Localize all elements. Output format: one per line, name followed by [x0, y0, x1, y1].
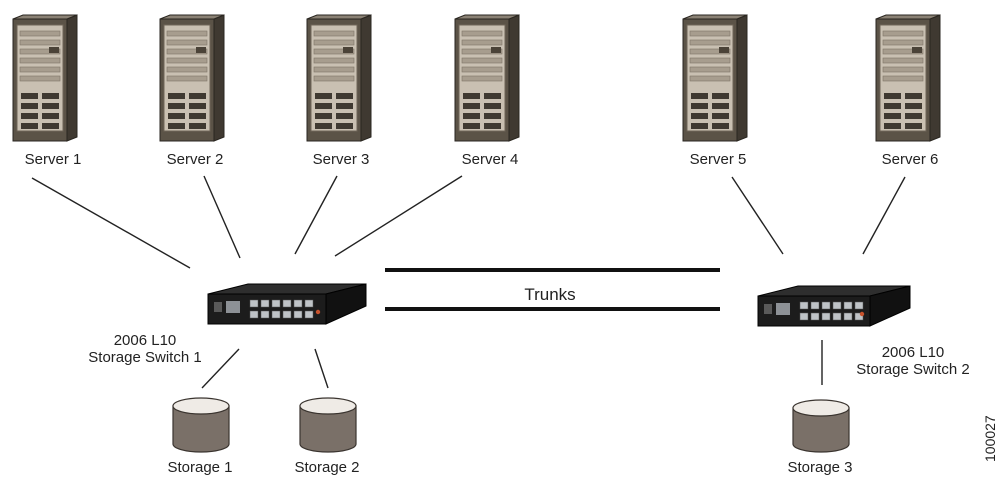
server-1-label: Server 1: [24, 151, 82, 168]
link-server-6: [862, 176, 906, 255]
storage-2-label: Storage 2: [294, 459, 360, 476]
server-5-icon: [682, 14, 748, 142]
link-storage-2: [314, 348, 329, 389]
storage-1-icon: [172, 397, 230, 453]
server-4-icon: [454, 14, 520, 142]
storage-switch-2-icon: [757, 285, 911, 327]
link-server-1: [31, 177, 191, 269]
link-server-4: [334, 175, 463, 257]
link-storage-1: [201, 348, 240, 389]
trunks-label: Trunks: [524, 285, 576, 304]
link-server-3: [294, 175, 338, 255]
switch-2-label: 2006 L10 Storage Switch 2: [856, 344, 970, 378]
server-1-icon: [12, 14, 78, 142]
figure-id: 100027: [982, 415, 998, 462]
link-server-2: [203, 175, 241, 259]
server-2-label: Server 2: [166, 151, 224, 168]
server-2-icon: [159, 14, 225, 142]
storage-1-label: Storage 1: [167, 459, 233, 476]
server-3-label: Server 3: [312, 151, 370, 168]
storage-3-icon: [792, 399, 850, 453]
switch-1-label: 2006 L10 Storage Switch 1: [88, 332, 202, 366]
server-6-label: Server 6: [881, 151, 939, 168]
storage-switch-1-icon: [207, 283, 367, 325]
server-6-icon: [875, 14, 941, 142]
link-server-5: [731, 176, 784, 255]
server-5-label: Server 5: [689, 151, 747, 168]
storage-3-label: Storage 3: [787, 459, 853, 476]
server-4-label: Server 4: [461, 151, 519, 168]
server-3-icon: [306, 14, 372, 142]
storage-2-icon: [299, 397, 357, 453]
